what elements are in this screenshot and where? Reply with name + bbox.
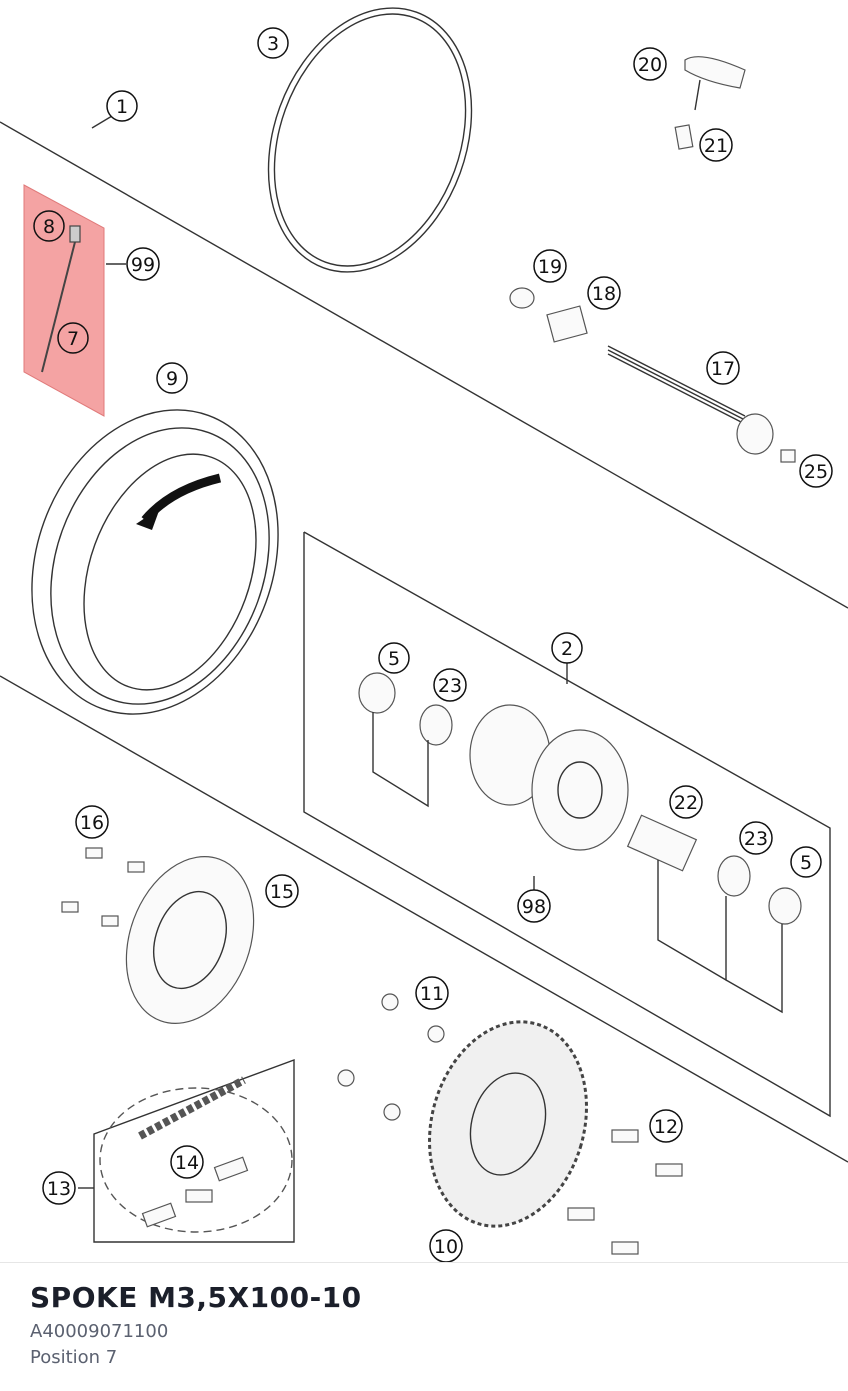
part-info-panel: SPOKE M3,5X100-10 A40009071100 Position … <box>0 1262 848 1391</box>
svg-text:98: 98 <box>522 896 546 918</box>
svg-text:19: 19 <box>538 256 562 278</box>
svg-text:99: 99 <box>131 254 155 276</box>
valve-parts <box>674 56 746 150</box>
callout-23-right[interactable]: 23 <box>739 821 773 855</box>
spoke-kit-highlight[interactable] <box>23 184 105 417</box>
wheel-rim <box>31 409 279 715</box>
tire-ring <box>267 7 473 273</box>
svg-text:16: 16 <box>80 812 104 834</box>
svg-text:5: 5 <box>388 648 400 670</box>
svg-text:2: 2 <box>561 638 573 660</box>
svg-text:17: 17 <box>711 358 735 380</box>
callout-22[interactable]: 22 <box>669 785 703 819</box>
sprocket <box>337 993 683 1255</box>
brake-disc <box>61 847 255 1024</box>
callout-98[interactable]: 98 <box>517 889 551 923</box>
svg-text:25: 25 <box>804 461 828 483</box>
group-separator-lines <box>0 121 848 1163</box>
svg-text:18: 18 <box>592 283 616 305</box>
callout-17[interactable]: 17 <box>706 351 740 385</box>
part-number: A40009071100 <box>30 1321 169 1342</box>
callout-12[interactable]: 12 <box>649 1109 683 1143</box>
svg-text:21: 21 <box>704 135 728 157</box>
svg-text:22: 22 <box>674 792 698 814</box>
svg-text:23: 23 <box>438 675 462 697</box>
svg-text:10: 10 <box>434 1236 458 1258</box>
callout-25[interactable]: 25 <box>799 454 833 488</box>
callout-5-left[interactable]: 5 <box>378 642 410 674</box>
svg-text:13: 13 <box>47 1178 71 1200</box>
callout-2[interactable]: 2 <box>551 632 583 664</box>
callout-13[interactable]: 13 <box>42 1171 76 1205</box>
callout-10[interactable]: 10 <box>429 1229 463 1262</box>
svg-text:12: 12 <box>654 1116 678 1138</box>
callout-16[interactable]: 16 <box>75 805 109 839</box>
callout-3[interactable]: 3 <box>257 27 289 59</box>
svg-text:15: 15 <box>270 881 294 903</box>
callout-21[interactable]: 21 <box>699 128 733 162</box>
callout-20[interactable]: 20 <box>633 47 667 81</box>
svg-text:14: 14 <box>175 1152 199 1174</box>
part-title: SPOKE M3,5X100-10 <box>30 1281 362 1314</box>
callout-1[interactable]: 1 <box>106 90 138 122</box>
callout-5-right[interactable]: 5 <box>790 846 822 878</box>
callout-7[interactable]: 7 <box>57 322 89 354</box>
svg-text:1: 1 <box>116 96 128 118</box>
callout-14[interactable]: 14 <box>170 1145 204 1179</box>
part-position: Position 7 <box>30 1347 118 1368</box>
hub <box>358 672 802 1014</box>
svg-text:8: 8 <box>43 216 55 238</box>
callout-15[interactable]: 15 <box>265 874 299 908</box>
svg-text:5: 5 <box>800 852 812 874</box>
callout-23-left[interactable]: 23 <box>433 668 467 702</box>
leader-lines <box>91 115 568 890</box>
callout-11[interactable]: 11 <box>415 976 449 1010</box>
svg-text:23: 23 <box>744 828 768 850</box>
callout-99[interactable]: 99 <box>126 247 160 281</box>
svg-text:3: 3 <box>267 33 279 55</box>
callout-9[interactable]: 9 <box>156 362 188 394</box>
svg-text:20: 20 <box>638 54 662 76</box>
callout-19[interactable]: 19 <box>533 249 567 283</box>
axle-parts <box>509 287 796 463</box>
chain-box <box>78 1058 295 1243</box>
callout-8[interactable]: 8 <box>33 210 65 242</box>
svg-text:11: 11 <box>420 983 444 1005</box>
exploded-parts-diagram: 1 2 3 5 5 7 8 9 10 11 12 13 14 15 16 17 … <box>0 7 848 1262</box>
svg-text:7: 7 <box>67 328 79 350</box>
callout-18[interactable]: 18 <box>587 276 621 310</box>
svg-text:9: 9 <box>166 368 178 390</box>
